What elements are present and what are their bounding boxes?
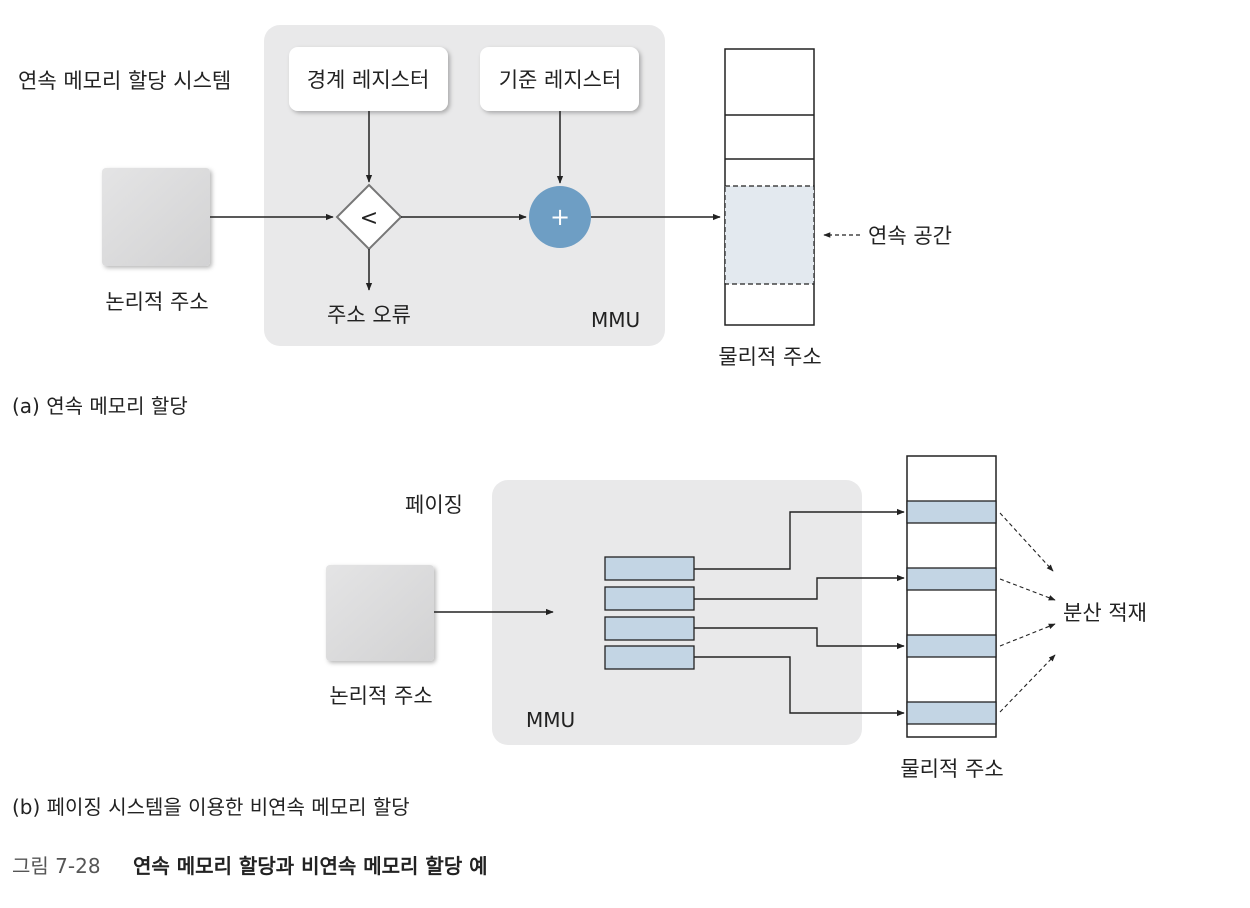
page-table-entry [604,556,695,581]
caption-b: (b) 페이징 시스템을 이용한 비연속 메모리 할당 [12,795,410,819]
contiguous-space-label: 연속 공간 [868,224,952,248]
add-circle [529,186,591,248]
caption-a: (a) 연속 메모리 할당 [12,394,188,418]
page-table-entry [604,645,695,670]
page-table [604,556,695,670]
compare-symbol: < [360,206,378,231]
physical-page [906,500,997,524]
physical-page [906,701,997,725]
physical-memory-a [724,48,815,326]
logical-address-label-b: 논리적 주소 [329,684,432,708]
base-register-label: 기준 레지스터 [499,68,622,92]
limit-register-label: 경계 레지스터 [307,68,430,92]
scatter-arrow [999,623,1056,647]
physical-memory-b [906,455,997,738]
physical-page [906,567,997,591]
part-b-paging: 페이징 MMU 논리적 주소 [12,455,1147,819]
paging-label: 페이징 [405,493,463,517]
page-table-entry [604,586,695,611]
physical-address-label-b: 물리적 주소 [900,757,1003,781]
logical-address-box-a [102,168,210,266]
part-a-contiguous: 연속 메모리 할당 시스템 MMU 경계 레지스터 기준 레지스터 논리적 주소… [12,25,952,418]
mmu-panel-b [492,480,862,745]
mapping-arrow [694,574,905,600]
logical-address-box-b [326,565,434,661]
logical-address-label-a: 논리적 주소 [105,290,208,314]
physical-page [906,634,997,658]
physical-address-label-a: 물리적 주소 [718,345,821,369]
contiguous-system-label: 연속 메모리 할당 시스템 [18,69,231,93]
mmu-label-b: MMU [526,708,575,732]
scatter-arrow [999,578,1056,601]
scatter-arrow [999,654,1056,713]
page-table-entry [604,616,695,641]
scattered-label: 분산 적재 [1063,601,1147,625]
mapping-arrow [694,627,905,650]
limit-register-box [289,47,448,111]
contiguous-block [724,185,815,285]
mapping-arrow [694,656,905,717]
address-error-label: 주소 오류 [327,303,411,327]
figure-title: 연속 메모리 할당과 비연속 메모리 할당 예 [133,854,488,878]
scatter-arrow [999,512,1054,572]
figure-number: 그림 7-28 [12,854,101,878]
base-register-box [480,47,639,111]
mmu-label-a: MMU [591,308,640,332]
add-symbol: + [550,203,570,231]
mapping-arrow [694,508,905,570]
